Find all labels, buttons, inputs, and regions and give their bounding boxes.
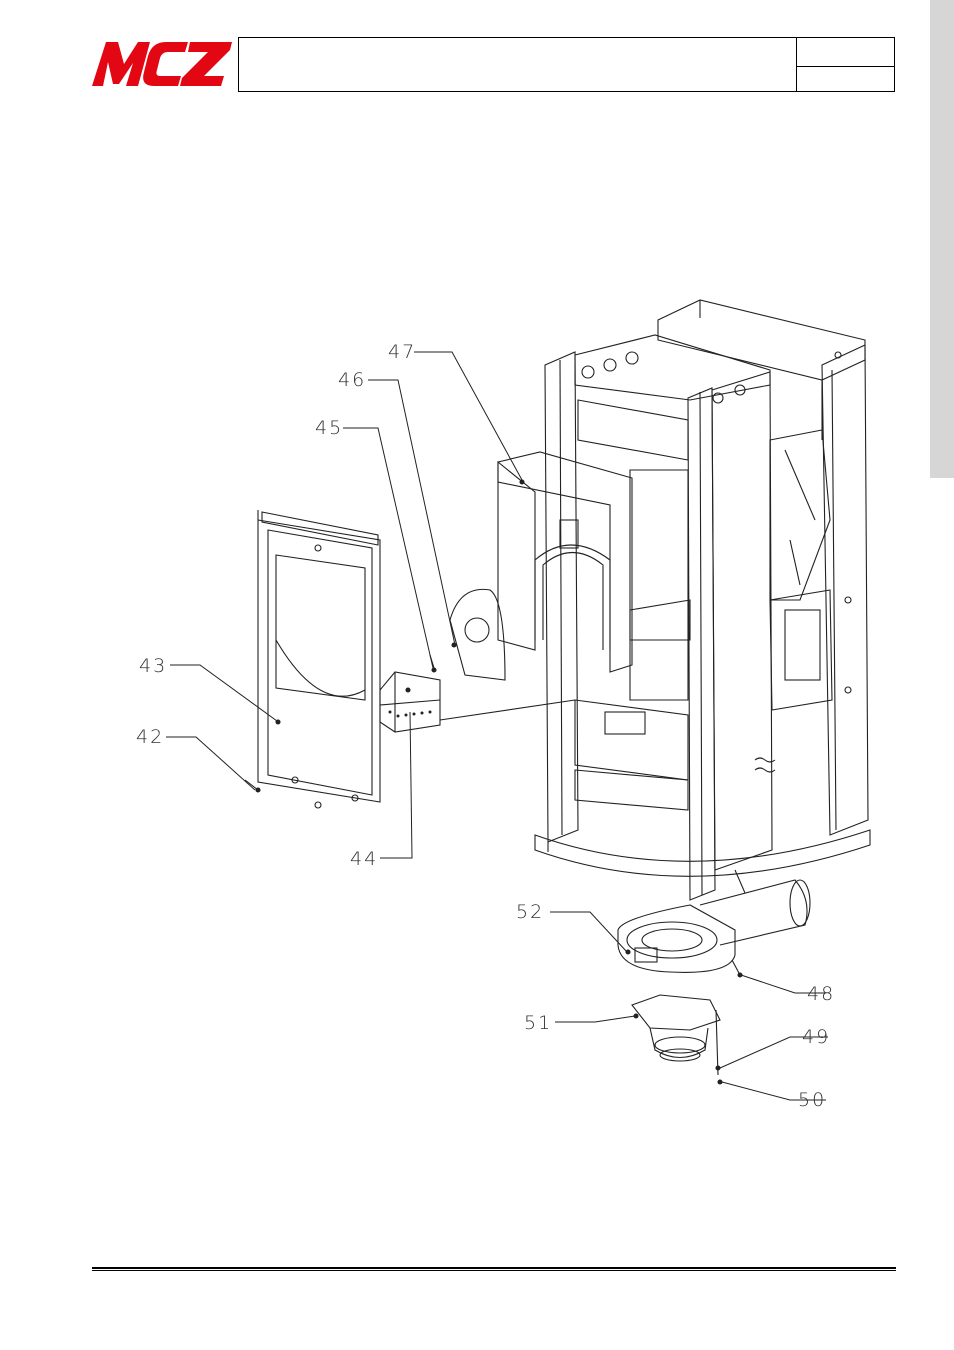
part-46-gasket (450, 589, 505, 680)
leader-lines (166, 352, 828, 1100)
stove-frame (535, 300, 870, 945)
callout-47: 47 (388, 341, 416, 363)
part-48-screw (732, 960, 742, 977)
callout-49: 49 (802, 1026, 830, 1048)
callout-48: 48 (807, 983, 835, 1005)
callout-42: 42 (136, 726, 164, 748)
part-47-front-frame (498, 452, 632, 672)
footer-rule (92, 1267, 896, 1271)
callout-44: 44 (350, 848, 378, 870)
callout-45: 45 (315, 417, 343, 439)
part-52-fan-housing (618, 905, 735, 972)
callout-43: 43 (139, 655, 167, 677)
part-43-door (258, 510, 380, 808)
callout-labels: 47 46 45 43 42 44 52 48 51 49 50 (136, 341, 835, 1111)
callout-50: 50 (798, 1089, 826, 1111)
part-51-fan-motor (632, 995, 720, 1061)
callout-46: 46 (338, 369, 366, 391)
callout-52: 52 (516, 901, 544, 923)
part-44-burner-pot (380, 672, 575, 732)
callout-51: 51 (524, 1012, 552, 1034)
